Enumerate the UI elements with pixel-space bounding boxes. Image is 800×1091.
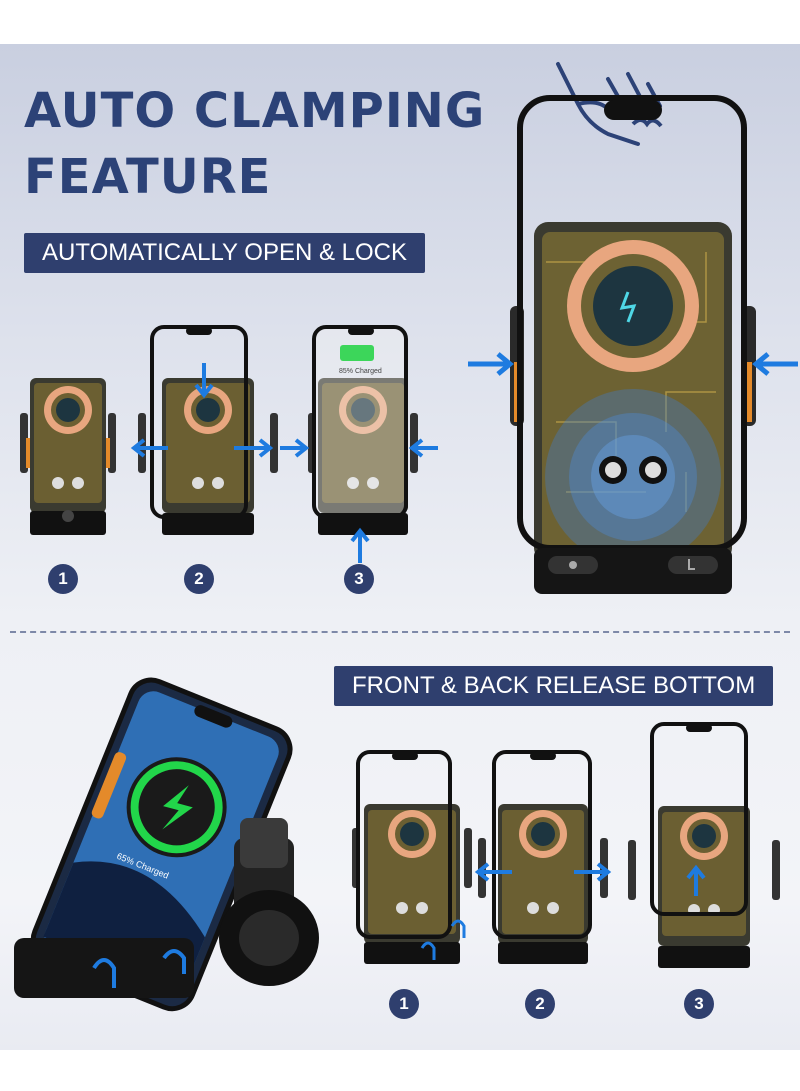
angled-phone-vent-mount: 65% Charged (14, 677, 319, 1012)
step-1-bottom: 1 (389, 989, 419, 1019)
page-title: AUTO CLAMPING FEATURE (24, 78, 485, 210)
step-2-top: 2 (184, 564, 214, 594)
step-1-top: 1 (48, 564, 78, 594)
holder-step-2 (130, 325, 278, 535)
touch-icon (688, 559, 695, 570)
section-divider (10, 631, 790, 633)
holder-step-1 (20, 378, 116, 535)
banner-release-bottom: FRONT & BACK RELEASE BOTTOM (334, 666, 774, 706)
banner-open-lock: AUTOMATICALLY OPEN & LOCK (24, 233, 425, 273)
step-3-top: 3 (344, 564, 374, 594)
release-step-3 (628, 722, 780, 968)
title-line-1: AUTO CLAMPING (24, 83, 486, 139)
charge-status-top: 85% Charged (339, 368, 382, 375)
step-2-bottom: 2 (525, 989, 555, 1019)
release-step-1 (352, 750, 472, 964)
large-phone-holder (468, 95, 798, 594)
release-step-2 (474, 750, 612, 964)
arrow-icon (468, 352, 514, 376)
holder-step-3: 85% Charged (280, 325, 438, 563)
wireless-charging-icon (619, 291, 637, 323)
light-icon (569, 561, 577, 569)
step-3-bottom: 3 (684, 989, 714, 1019)
title-line-2: FEATURE (24, 149, 272, 205)
